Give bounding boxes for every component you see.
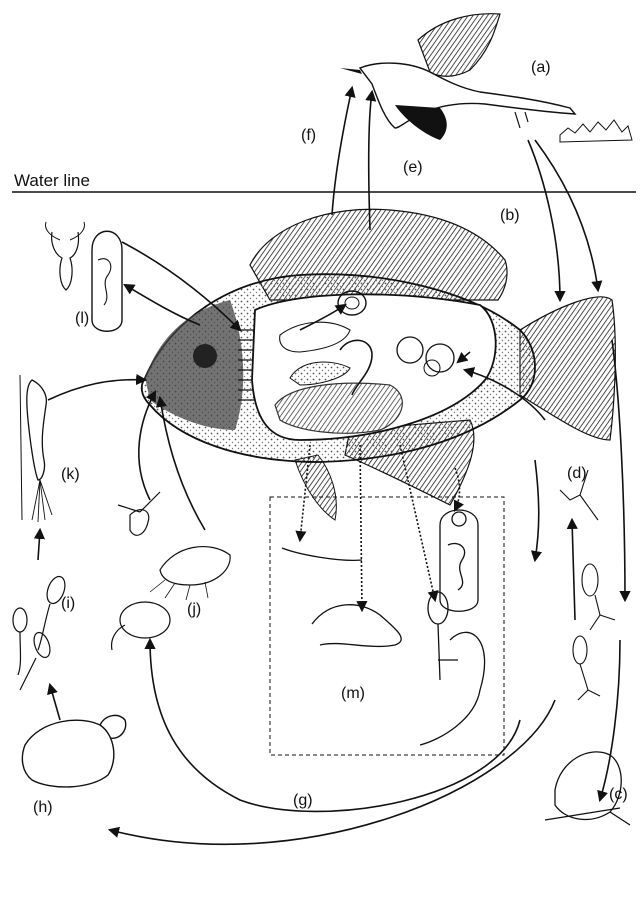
label-l: (l)	[75, 311, 89, 327]
stage-j-crustaceans	[112, 492, 231, 650]
label-g: (g)	[293, 793, 313, 809]
label-i: (i)	[61, 596, 75, 612]
stage-d-cercariae	[560, 470, 615, 700]
stage-m-box	[270, 497, 504, 755]
label-b: (b)	[500, 208, 520, 224]
label-k: (k)	[61, 467, 80, 483]
label-a: (a)	[531, 60, 551, 76]
stage-h-snail	[22, 715, 125, 787]
cycle-arrows	[38, 88, 625, 844]
heron-bird	[340, 14, 632, 142]
stage-m-organisms	[282, 510, 485, 745]
water-line-label: Water line	[14, 172, 90, 189]
label-h: (h)	[33, 800, 53, 816]
label-m: (m)	[341, 686, 365, 702]
label-e: (e)	[403, 160, 423, 176]
label-c: (c)	[609, 787, 628, 803]
label-d: (d)	[567, 466, 587, 482]
stage-i-larvae	[13, 574, 68, 690]
sunfish	[142, 209, 616, 520]
label-j: (j)	[187, 602, 201, 618]
label-f: (f)	[301, 128, 316, 144]
stage-k-cercariae	[20, 375, 52, 522]
